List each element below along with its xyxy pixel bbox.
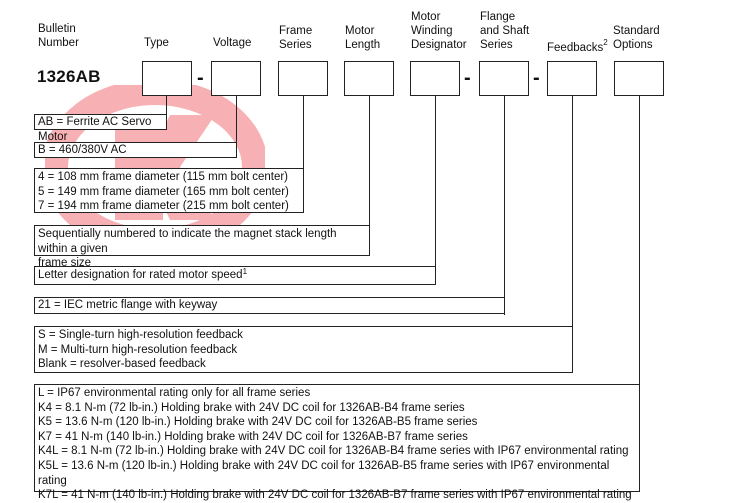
slot-feedbacks bbox=[547, 61, 597, 96]
connector-length bbox=[369, 96, 370, 226]
feedback-line-2: M = Multi-turn high-resolution feedback bbox=[38, 343, 238, 356]
winding-footnote: 1 bbox=[242, 267, 248, 276]
separator-dash-2: - bbox=[464, 67, 471, 89]
frame-line-1: 4 = 108 mm frame diameter (115 mm bolt c… bbox=[38, 171, 289, 183]
slot-frame-series bbox=[278, 61, 328, 96]
slot-type bbox=[142, 61, 192, 96]
frame-line-3: 7 = 194 mm frame diameter (215 mm bolt c… bbox=[38, 200, 289, 213]
connector-frame bbox=[303, 96, 304, 170]
header-standard-options: Standard Options bbox=[613, 25, 660, 51]
frame-line-2: 5 = 149 mm frame diameter (165 mm bolt c… bbox=[38, 185, 289, 198]
winding-line-1: Letter designation for rated motor speed… bbox=[38, 267, 248, 282]
slot-standard-options bbox=[614, 61, 664, 96]
feedback-line-1: S = Single-turn high-resolution feedback bbox=[38, 329, 243, 341]
connector-winding bbox=[435, 96, 436, 284]
connector-type bbox=[166, 96, 167, 127]
flange-line-1: 21 = IEC metric flange with keyway bbox=[38, 299, 218, 311]
box-type: AB = Ferrite AC Servo Motor bbox=[34, 114, 167, 143]
options-line-2: K4 = 8.1 N-m (72 lb-in.) Holding brake w… bbox=[38, 401, 465, 414]
header-motor-winding: Motor Winding Designator bbox=[411, 11, 467, 51]
box-motor-length: Sequentially numbered to indicate the ma… bbox=[34, 225, 370, 269]
slot-voltage bbox=[211, 61, 261, 96]
header-bulletin-number: Bulletin Number bbox=[38, 23, 79, 49]
voltage-line-1: B = 460/380V AC bbox=[38, 144, 127, 156]
options-line-7: K7L = 41 N-m (140 lb-in.) Holding brake … bbox=[38, 489, 632, 502]
slot-flange-shaft bbox=[479, 61, 529, 96]
slot-motor-length bbox=[344, 61, 394, 96]
box-voltage: B = 460/380V AC bbox=[34, 142, 237, 158]
box-frame-series: 4 = 108 mm frame diameter (115 mm bolt c… bbox=[34, 168, 304, 213]
header-motor-length: Motor Length bbox=[345, 25, 381, 51]
options-line-3: K5 = 13.6 N-m (120 lb-in.) Holding brake… bbox=[38, 416, 478, 429]
feedbacks-footnote: 2 bbox=[603, 38, 608, 47]
slot-motor-winding bbox=[410, 61, 460, 96]
header-feedbacks: Feedbacks2 bbox=[547, 38, 608, 54]
options-line-5: K4L = 8.1 N-m (72 lb-in.) Holding brake … bbox=[38, 445, 629, 458]
header-flange-shaft: Flange and Shaft Series bbox=[480, 11, 530, 51]
options-line-4: K7 = 41 N-m (140 lb-in.) Holding brake w… bbox=[38, 430, 468, 443]
header-frame-series: Frame Series bbox=[279, 25, 313, 51]
separator-dash-3: - bbox=[533, 67, 540, 89]
connector-feedback bbox=[572, 96, 573, 373]
connector-flange bbox=[504, 96, 505, 315]
options-line-6: K5L = 13.6 N-m (120 lb-in.) Holding brak… bbox=[38, 459, 610, 487]
model-number: 1326AB bbox=[37, 67, 101, 86]
box-feedbacks: S = Single-turn high-resolution feedback… bbox=[34, 326, 573, 373]
box-motor-winding: Letter designation for rated motor speed… bbox=[34, 266, 436, 285]
type-line-1: AB = Ferrite AC Servo Motor bbox=[38, 116, 152, 143]
header-voltage: Voltage bbox=[213, 37, 252, 49]
connector-voltage bbox=[236, 96, 237, 156]
connector-options bbox=[639, 96, 640, 483]
separator-dash-1: - bbox=[197, 67, 204, 89]
box-flange-shaft: 21 = IEC metric flange with keyway bbox=[34, 297, 505, 314]
options-line-1: L = IP67 environmental rating only for a… bbox=[38, 387, 311, 399]
length-line-1: Sequentially numbered to indicate the ma… bbox=[38, 228, 337, 255]
box-standard-options: L = IP67 environmental rating only for a… bbox=[34, 384, 640, 501]
feedback-line-3: Blank = resolver-based feedback bbox=[38, 358, 206, 371]
header-type: Type bbox=[144, 37, 169, 49]
